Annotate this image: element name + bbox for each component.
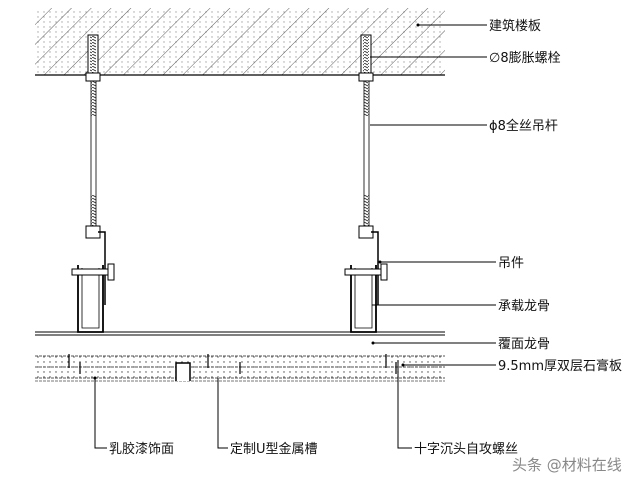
leader-dots bbox=[93, 23, 420, 380]
gypsum-boards bbox=[35, 354, 445, 382]
label-hanger: 吊件 bbox=[498, 256, 524, 271]
cover-channel bbox=[35, 331, 445, 336]
hanger-assembly-right bbox=[344, 34, 388, 333]
label-floor-slab: 建筑楼板 bbox=[489, 18, 541, 34]
label-main-channel: 承载龙骨 bbox=[498, 299, 550, 314]
leader-lines bbox=[94, 24, 496, 449]
hanger-assembly-left bbox=[71, 34, 115, 333]
screws bbox=[68, 354, 397, 374]
label-latex-paint: 乳胶漆饰面 bbox=[109, 441, 174, 457]
label-screw: 十字沉头自攻螺丝 bbox=[414, 442, 518, 457]
u-metal-slot bbox=[175, 362, 191, 381]
label-threaded-rod: ϕ8全丝吊杆 bbox=[489, 118, 558, 134]
label-expansion-bolt: ∅8膨胀螺栓 bbox=[489, 51, 561, 66]
floor-slab bbox=[35, 8, 445, 76]
label-u-channel: 定制U型金属槽 bbox=[230, 441, 318, 457]
label-cover-channel: 覆面龙骨 bbox=[498, 337, 550, 352]
label-gypsum-board: 9.5mm厚双层石膏板 bbox=[498, 358, 622, 374]
watermark: 头条 @材料在线 bbox=[512, 456, 622, 474]
